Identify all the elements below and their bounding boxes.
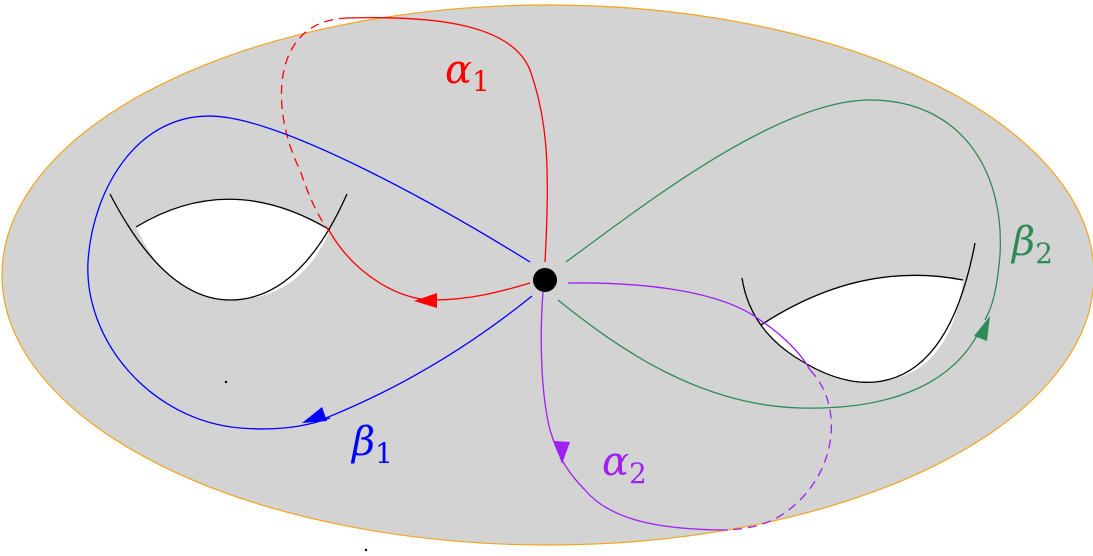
beta2-arrowhead [974,316,990,341]
right-hole [761,275,963,382]
alpha1-curve [347,16,549,263]
alpha2-curve [567,282,811,371]
beta2-curve-return [557,299,981,409]
right-hole-upper-edge [760,274,964,326]
left-hole-upper-edge [135,198,331,231]
alpha2-arrowhead [554,441,570,464]
stray-dot [224,380,228,384]
alpha1-curve-hidden [280,17,349,233]
alpha2-label: α2 [602,439,647,490]
alpha1-label: α1 [445,47,490,98]
alpha1-arrowhead [414,293,437,308]
left-hole-lower-edge [109,193,348,301]
beta2-curve [565,99,1002,321]
alpha2-curve-hidden [727,369,833,531]
basepoint-dot [533,268,557,292]
beta1-curve-return [325,295,533,419]
beta1-arrowhead [302,407,327,423]
beta1-label: β1 [350,419,393,470]
beta1-curve [87,115,531,430]
left-hole [136,199,330,300]
beta2-label: β2 [1010,219,1053,270]
right-hole-lower-edge [741,242,976,383]
stray-dot [364,548,368,552]
